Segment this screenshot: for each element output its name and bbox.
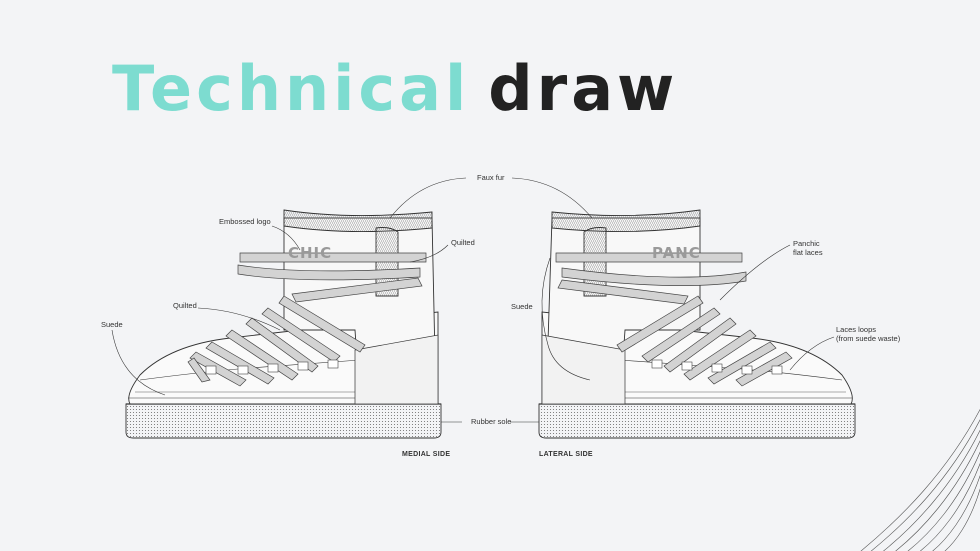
label-embossed-logo: Embossed logo [219,217,271,226]
title-part-technical: Technical [112,52,471,125]
label-laces-loops: Laces loops (from suede waste) [836,325,901,344]
right-boot-lateral: PANC [538,209,856,439]
label-rubber-sole: Rubber sole [471,417,512,426]
decorative-wave-lines [860,408,980,551]
title-part-draw: draw [488,52,679,125]
label-lateral-side: LATERAL SIDE [539,451,593,458]
label-suede-right: Suede [511,302,533,311]
left-boot-medial: CHIC [125,209,442,439]
label-quilted-lower: Quilted [173,301,197,310]
right-rubber-sole [538,403,856,439]
right-boot-logo: PANC [652,244,701,262]
left-rubber-sole [125,403,442,439]
callout-lines [111,177,835,423]
label-panchic-flat-laces: Panchic flat laces [793,239,823,258]
left-boot-logo: CHIC [288,244,332,262]
label-quilted-upper: Quilted [451,238,475,247]
label-medial-side: MEDIAL SIDE [402,451,451,458]
label-faux-fur: Faux fur [477,173,505,182]
label-suede-left: Suede [101,320,123,329]
